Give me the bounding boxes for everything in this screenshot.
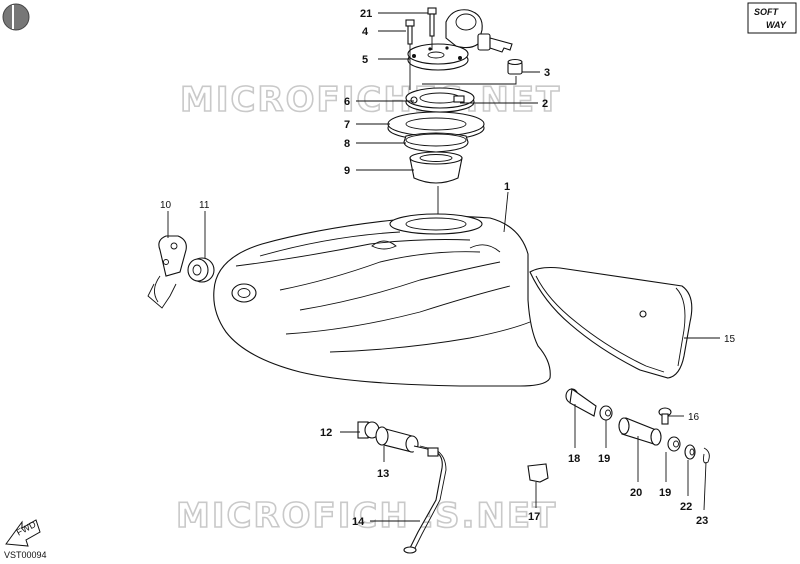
screw-part-16 bbox=[658, 407, 672, 425]
callout-13: 13 bbox=[377, 468, 389, 480]
callout-23: 23 bbox=[696, 515, 708, 527]
mount-part-20 bbox=[618, 417, 662, 446]
callout-4: 4 bbox=[362, 26, 369, 38]
clip-part-23 bbox=[703, 447, 710, 464]
callout-7: 7 bbox=[344, 119, 350, 131]
watermark-top: MICROFICHES.NET bbox=[180, 80, 561, 120]
callout-8: 8 bbox=[344, 138, 350, 150]
callout-11: 11 bbox=[199, 200, 210, 211]
cap-flange-part-5 bbox=[407, 43, 469, 71]
screw-part-4 bbox=[405, 19, 415, 45]
rubber-bushing-part-12 bbox=[357, 421, 380, 439]
callout-17: 17 bbox=[528, 511, 540, 523]
grommet-part-11 bbox=[187, 257, 215, 283]
corner-badge-icon bbox=[2, 3, 30, 31]
nut-part-3 bbox=[507, 58, 523, 75]
callout-21: 21 bbox=[360, 8, 372, 20]
callout-19-left: 19 bbox=[598, 453, 610, 465]
washer-part-19-right bbox=[667, 436, 681, 452]
hose-pipe-part-14 bbox=[403, 445, 447, 554]
callout-9: 9 bbox=[344, 165, 350, 177]
fuel-tank-part-1 bbox=[213, 213, 551, 387]
callout-labels: 21 4 5 3 6 2 7 8 9 1 10 11 15 16 12 13 1… bbox=[160, 8, 736, 528]
washer-part-19-left bbox=[599, 405, 613, 421]
filler-neck-part-9 bbox=[409, 151, 463, 184]
seal-part-8 bbox=[403, 132, 469, 153]
filler-cap-assembly bbox=[387, 7, 523, 222]
brand-line-1: SOFT bbox=[754, 7, 780, 17]
screw-part-21 bbox=[427, 7, 437, 37]
drain-tube-part-10 bbox=[147, 235, 187, 309]
callout-5: 5 bbox=[362, 54, 368, 66]
callout-12: 12 bbox=[320, 427, 332, 439]
callout-3: 3 bbox=[544, 67, 550, 79]
diagram-code: VST00094 bbox=[4, 550, 47, 560]
bolt-part-18 bbox=[565, 388, 597, 417]
mounting-ring-part-6 bbox=[405, 87, 475, 113]
knee-pad-part-15 bbox=[529, 266, 693, 379]
callout-19-right: 19 bbox=[659, 487, 671, 499]
brand-line-2: WAY bbox=[766, 20, 787, 30]
watermark-bottom: MICROFICHES.NET bbox=[176, 496, 557, 536]
callout-14: 14 bbox=[352, 516, 365, 528]
callout-16: 16 bbox=[688, 412, 700, 423]
brand-logo: SOFT WAY bbox=[747, 2, 797, 34]
callout-1: 1 bbox=[504, 181, 510, 193]
callout-6: 6 bbox=[344, 96, 350, 108]
spacer-part-13 bbox=[375, 426, 419, 453]
callout-15: 15 bbox=[724, 334, 736, 345]
callout-2: 2 bbox=[542, 98, 548, 110]
washer-part-22 bbox=[684, 444, 696, 460]
clip-part-17 bbox=[527, 463, 549, 483]
forward-arrow-icon: FWD bbox=[5, 519, 41, 547]
filler-cap-lock bbox=[445, 9, 513, 53]
leader-lines bbox=[167, 12, 720, 522]
callout-22: 22 bbox=[680, 501, 692, 513]
callout-10: 10 bbox=[160, 200, 172, 211]
callout-18: 18 bbox=[568, 453, 580, 465]
callout-20: 20 bbox=[630, 487, 642, 499]
